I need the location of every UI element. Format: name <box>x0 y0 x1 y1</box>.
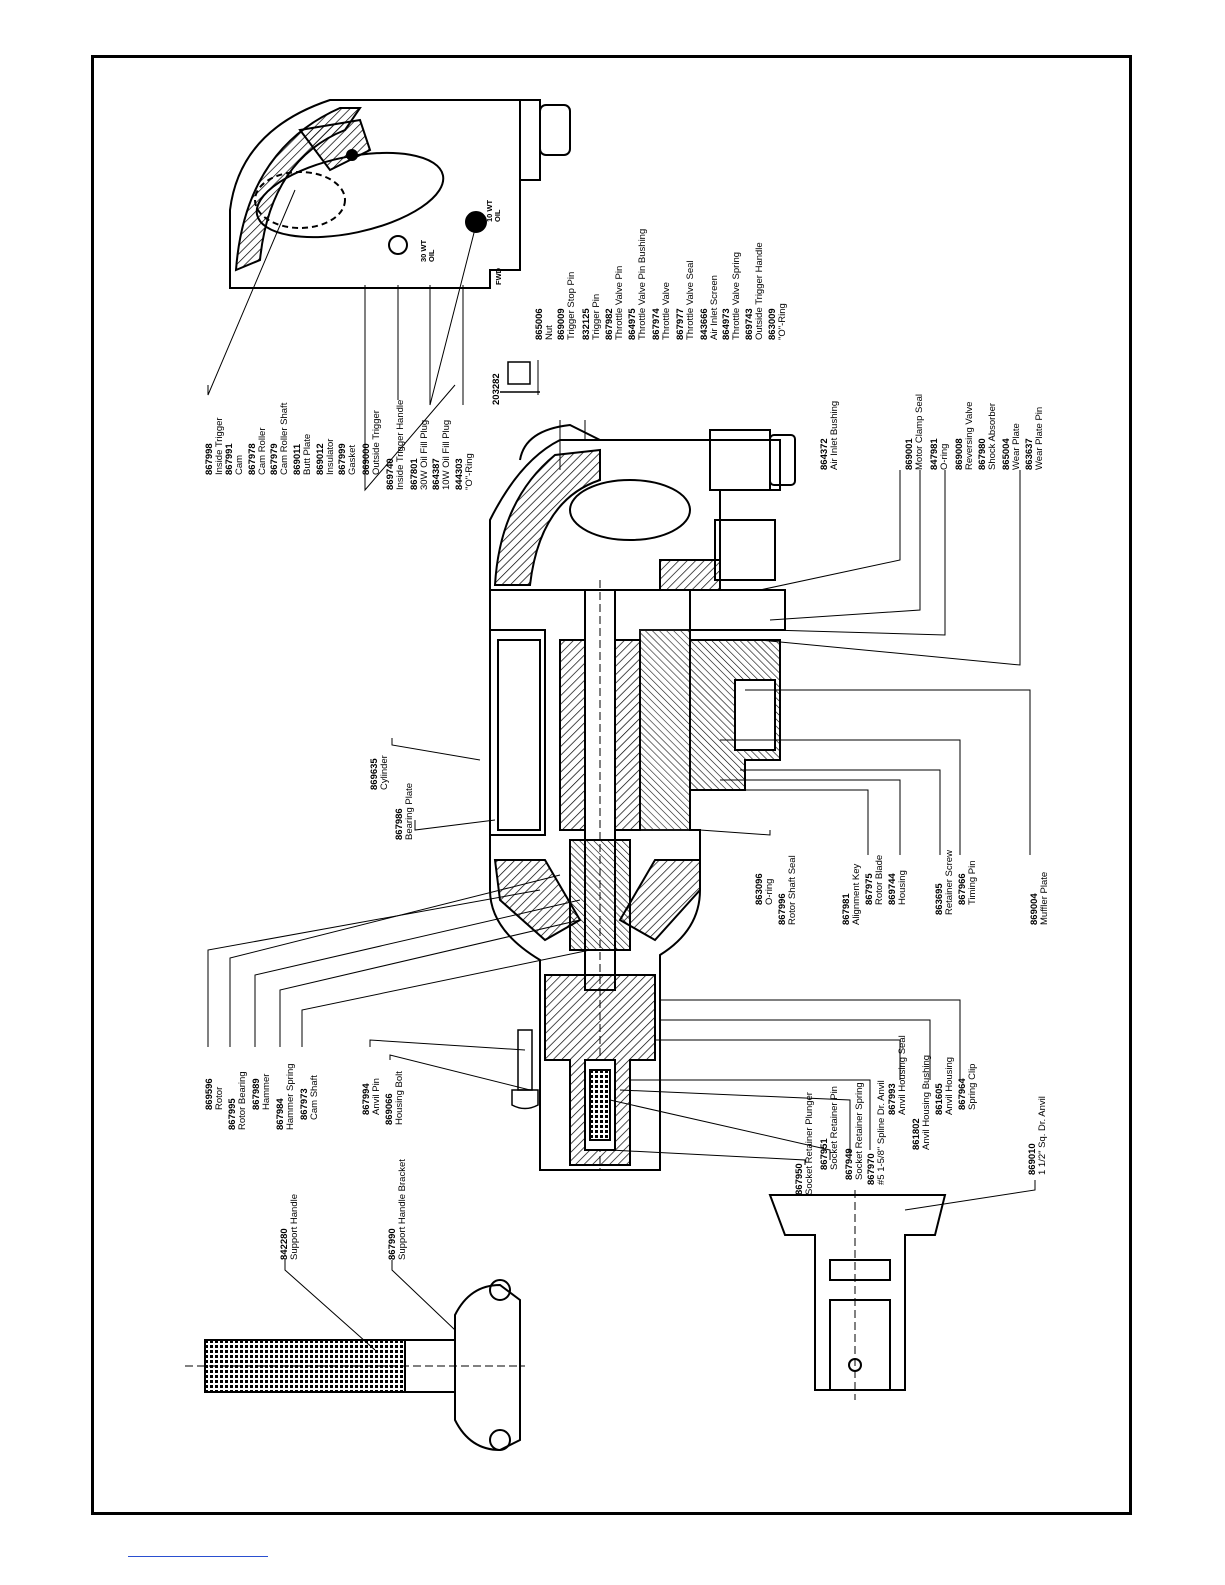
fwd-mark: FWD <box>494 267 503 285</box>
housing-bolt-detail <box>511 1029 539 1110</box>
label-863009: 863009"O"-Ring <box>767 303 788 340</box>
oil-30-mark: 30 WT OIL <box>419 239 436 262</box>
oil-10-mark: 10 WT OIL <box>485 199 502 222</box>
nut-detail <box>500 361 540 393</box>
diagram-frame <box>91 55 1132 1515</box>
trigger-handle-inset <box>229 99 571 289</box>
leader-lines <box>207 189 1036 1351</box>
support-handle <box>185 1279 525 1452</box>
main-housing <box>489 423 796 1171</box>
label-844303: 844303"O"-Ring <box>454 453 475 490</box>
page-underline <box>128 1556 268 1558</box>
label-867970: 867970#5 1-5/8" Spline Dr. Anvil <box>866 1080 887 1185</box>
label-203282: 203282 <box>491 373 502 405</box>
square-drive-anvil <box>768 1190 947 1400</box>
